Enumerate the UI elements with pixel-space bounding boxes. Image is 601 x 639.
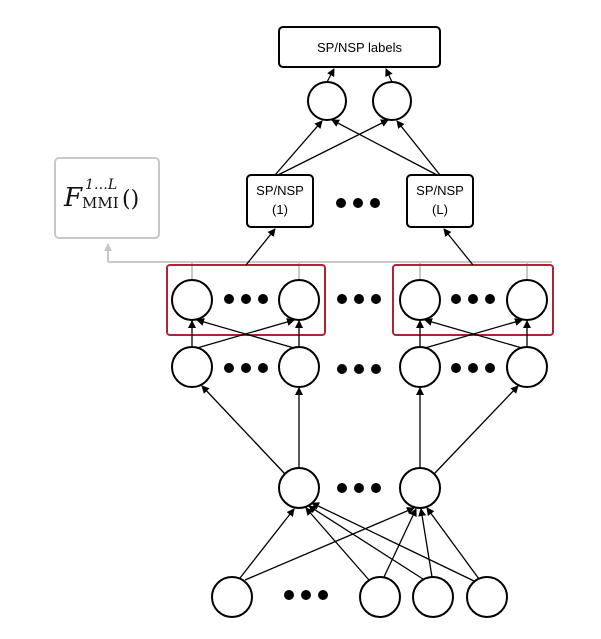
output-nodes — [307, 81, 412, 121]
connection-arrows — [188, 68, 531, 582]
layer3-node — [171, 279, 213, 321]
classifier-right-line2: (L) — [432, 202, 448, 217]
input-node — [466, 576, 508, 618]
classifier-left-line1: SP/NSP — [256, 183, 304, 198]
mmi-objective-box: F 1…L MMI () — [54, 157, 160, 239]
input-nodes — [211, 576, 508, 618]
classifier-left-line2: (1) — [272, 202, 288, 217]
mmi-script-letter: F — [63, 183, 83, 213]
layer2-node — [506, 346, 548, 388]
layer3-node — [399, 279, 441, 321]
output-labels-text: SP/NSP labels — [317, 40, 403, 55]
input-node — [359, 576, 401, 618]
layer3-node — [506, 279, 548, 321]
output-node — [307, 81, 347, 121]
layer2-nodes — [171, 346, 548, 388]
input-node — [211, 576, 253, 618]
classifier-box-right: SP/NSP (L) — [406, 174, 474, 228]
mmi-parens: () — [122, 187, 139, 212]
ellipsis-dots — [224, 198, 495, 600]
classifier-right-line1: SP/NSP — [416, 183, 464, 198]
output-labels-box: SP/NSP labels — [278, 26, 441, 68]
hidden-nodes — [278, 467, 441, 509]
mmi-superscript: 1…L — [85, 177, 117, 193]
layer2-node — [399, 346, 441, 388]
mmi-subscript: MMI — [82, 194, 119, 212]
layer2-node — [171, 346, 213, 388]
layer3-node — [278, 279, 320, 321]
output-node — [372, 81, 412, 121]
mmi-feedback-lines — [104, 243, 552, 283]
classifier-box-left: SP/NSP (1) — [246, 174, 314, 228]
layer2-node — [278, 346, 320, 388]
input-node — [412, 576, 454, 618]
